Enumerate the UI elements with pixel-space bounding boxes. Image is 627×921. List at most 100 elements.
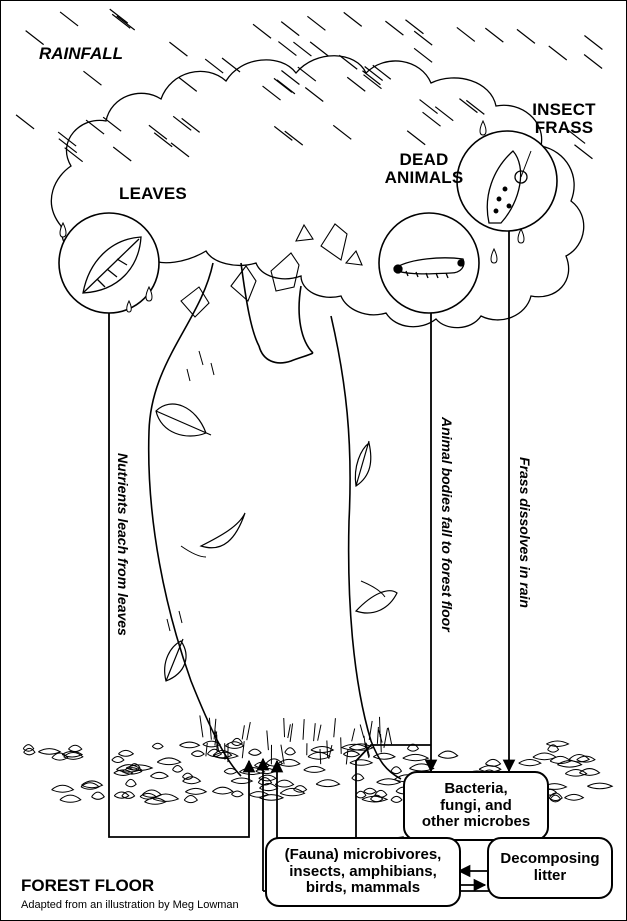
root-sprig <box>377 727 378 744</box>
litter-leaf <box>546 741 568 747</box>
rain-streak <box>179 77 197 91</box>
rain-streak <box>154 133 172 147</box>
rain-streak <box>293 42 311 56</box>
root-sprig <box>334 718 336 737</box>
root-sprig <box>320 749 321 764</box>
rain-streak <box>83 71 101 85</box>
litter-leaf <box>182 773 192 779</box>
leaves-label: LEAVES <box>119 185 187 203</box>
root-sprig <box>288 724 291 738</box>
decomposing-litter-box: Decomposing litter <box>487 837 613 899</box>
rain-streak <box>285 131 303 145</box>
rain-streak <box>407 131 425 145</box>
litter-leaf <box>68 745 81 751</box>
rain-streak <box>485 28 503 42</box>
litter-leaf <box>191 751 204 757</box>
litter-leaf <box>180 742 200 748</box>
rain-streak <box>385 21 403 35</box>
rain-streak <box>117 16 135 30</box>
litter-leaf <box>352 774 364 781</box>
root-sprig <box>206 743 207 757</box>
rain-streak <box>423 112 441 126</box>
litter-leaf <box>350 760 372 766</box>
root-sprig <box>360 724 364 737</box>
litter-leaf <box>438 751 458 758</box>
rain-streak <box>281 22 299 36</box>
litter-leaf <box>304 766 325 772</box>
credit-line: Adapted from an illustration by Meg Lowm… <box>21 899 239 911</box>
root-sprig <box>247 722 251 740</box>
rain-streak <box>205 59 223 73</box>
root-sprig <box>381 734 382 753</box>
root-sprig <box>303 719 304 740</box>
rain-streak <box>435 107 453 121</box>
rain-streak <box>305 88 323 102</box>
litter-leaf <box>172 766 182 773</box>
root-sprig <box>242 741 244 758</box>
litter-leaf <box>565 794 584 800</box>
litter-leaf <box>409 764 433 771</box>
rain-streak <box>222 58 240 72</box>
leaves-circle <box>59 213 159 313</box>
rain-streak <box>169 42 187 56</box>
rain-streak <box>60 12 78 26</box>
litter-leaf <box>249 792 268 798</box>
rain-streak <box>307 16 325 30</box>
bacteria-box: Bacteria, fungi, and other microbes <box>403 771 549 841</box>
rain-streak <box>16 115 34 129</box>
litter-leaf <box>549 793 562 800</box>
rain-streak <box>113 147 131 161</box>
canopy-leaf-clusters <box>181 224 362 317</box>
rain-streak <box>373 65 391 79</box>
rain-streak <box>253 24 271 38</box>
litter-leaf <box>275 780 293 787</box>
tree-trunk <box>149 263 401 779</box>
litter-leaf <box>403 754 428 760</box>
litter-leaf <box>254 762 269 768</box>
litter-leaf <box>308 752 330 759</box>
falling-leaves <box>156 351 397 681</box>
litter-leaf <box>212 787 233 794</box>
litter-leaf <box>112 756 124 762</box>
litter-leaf <box>152 743 163 749</box>
root-sprig <box>352 728 355 741</box>
rain-streak <box>459 99 477 113</box>
root-sprig <box>200 715 203 737</box>
rain-streak <box>263 86 281 100</box>
forest-floor-label: FOREST FLOOR <box>21 877 154 895</box>
litter-leaf <box>391 796 402 802</box>
root-sprig <box>242 725 244 739</box>
root-sprig <box>267 731 269 751</box>
litter-leaf <box>184 796 197 803</box>
litter-leaf <box>377 779 401 785</box>
rain-streak <box>466 100 484 114</box>
rain-streak <box>110 9 128 23</box>
litter-leaf <box>157 758 180 765</box>
litter-leaf <box>185 788 206 794</box>
litter-leaf <box>519 760 541 766</box>
fauna-box: (Fauna) microbivores, insects, amphibian… <box>265 837 461 907</box>
rain-streak <box>344 12 362 26</box>
rain-streak <box>333 125 351 139</box>
rain-streak <box>574 145 592 159</box>
litter-leaf <box>343 751 359 757</box>
rain-streak <box>171 143 189 157</box>
litter-leaf <box>364 788 376 794</box>
rain-streak <box>278 42 296 56</box>
rain-streak <box>26 31 44 45</box>
rain-streak <box>274 126 292 140</box>
root-sprig <box>341 737 342 753</box>
insect-frass-label: INSECT FRASS <box>529 101 599 137</box>
litter-leaf <box>579 769 599 776</box>
rain-streak <box>112 14 130 28</box>
rain-streak <box>274 78 292 92</box>
litter-leaf <box>118 750 133 756</box>
litter-leaf <box>126 779 137 786</box>
root-sprig <box>388 728 391 745</box>
rainfall-label: RAINFALL <box>39 45 123 63</box>
nutrients-leach-label: Nutrients leach from leaves <box>115 453 131 636</box>
litter-leaf <box>52 785 74 792</box>
litter-leaf <box>311 747 333 753</box>
rain-streak <box>310 42 328 56</box>
